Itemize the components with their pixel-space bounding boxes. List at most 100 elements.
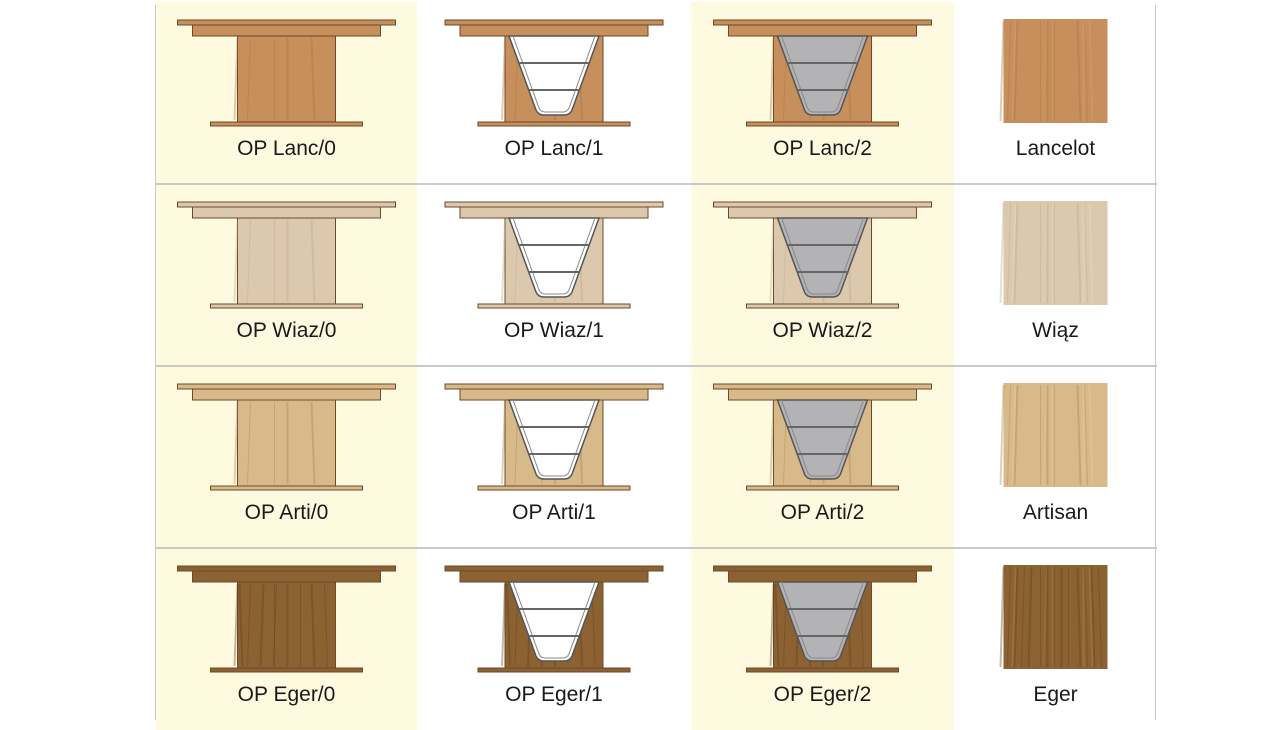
table-foot <box>210 485 363 491</box>
table-drawing <box>177 383 396 491</box>
shelf-insert <box>776 217 869 298</box>
finish-swatch <box>999 565 1108 669</box>
table-foot <box>477 303 631 309</box>
table-drawing <box>444 383 664 491</box>
product-cell: OP Lanc/0 <box>156 2 417 184</box>
wood-grain <box>501 401 506 485</box>
wood-grain <box>1011 566 1017 668</box>
table-top <box>177 19 396 26</box>
table-apron <box>192 570 381 583</box>
wood-grain <box>1007 202 1011 304</box>
wood-grain <box>1043 384 1047 486</box>
table-apron <box>728 570 917 583</box>
wood-grain <box>1007 566 1011 668</box>
shelf-insert <box>507 217 601 298</box>
wood-grain <box>999 566 1005 668</box>
wood-grain <box>310 583 316 667</box>
product-cell: OP Wiaz/2 <box>691 184 954 366</box>
wood-grain <box>1088 202 1094 304</box>
table-apron <box>192 206 381 219</box>
table-apron <box>728 24 917 37</box>
wood-grain <box>501 219 506 303</box>
wood-grain <box>1013 202 1019 304</box>
row-divider <box>156 365 1157 367</box>
table-foot <box>746 485 899 491</box>
wood-grain <box>233 583 239 667</box>
product-cell: OP Lanc/2 <box>691 2 954 184</box>
product-cell: OP Arti/1 <box>417 366 691 548</box>
table-foot <box>477 485 631 491</box>
table-drawing <box>713 383 932 491</box>
finish-swatch <box>999 201 1108 305</box>
wood-grain <box>501 37 506 121</box>
finish-label: Lancelot <box>1015 137 1096 160</box>
wood-grain <box>1021 566 1025 668</box>
finish-label: Eger <box>1033 683 1078 706</box>
wood-grain <box>1011 20 1017 122</box>
swatch-fill <box>1003 201 1108 305</box>
table-foot <box>210 667 363 673</box>
finish-cell: Wiąz <box>954 184 1157 366</box>
wood-grain <box>238 583 244 667</box>
table-foot <box>746 667 899 673</box>
wood-grain <box>1013 566 1019 668</box>
swatch-fill <box>1003 383 1108 487</box>
table-top <box>177 201 396 208</box>
shelf-insert-inner <box>512 35 596 113</box>
wood-grain <box>999 384 1005 486</box>
model-label: OP Lanc/2 <box>773 137 872 160</box>
table-top <box>713 565 932 572</box>
wood-grain <box>310 401 316 485</box>
table-top <box>713 201 932 208</box>
wood-grain <box>1090 566 1096 668</box>
wood-grain <box>1084 384 1088 486</box>
wood-grain <box>774 583 780 667</box>
shelf-insert <box>507 581 601 662</box>
table-pedestal <box>237 399 336 487</box>
wood-grain <box>324 583 328 667</box>
wood-grain <box>310 219 316 303</box>
shelf-insert-inner <box>781 581 864 659</box>
model-label: OP Wiaz/0 <box>236 319 337 342</box>
finish-cell: Eger <box>954 548 1157 730</box>
finish-swatch <box>999 383 1108 487</box>
wood-grain <box>1011 202 1017 304</box>
product-cell: OP Eger/1 <box>417 548 691 730</box>
table-top <box>444 201 664 208</box>
table-drawing <box>713 565 932 673</box>
wood-grain <box>1011 384 1017 486</box>
table-apron <box>459 570 649 583</box>
table-top <box>177 383 396 390</box>
wood-grain <box>1013 384 1019 486</box>
model-label: OP Eger/2 <box>773 683 872 706</box>
table-apron <box>192 24 381 37</box>
wood-grain <box>1076 566 1082 668</box>
table-pedestal <box>237 35 336 123</box>
product-cell: OP Arti/0 <box>156 366 417 548</box>
row-divider <box>156 547 1157 549</box>
shelf-insert-inner <box>512 399 596 477</box>
wood-grain <box>247 219 251 303</box>
wood-grain <box>1098 566 1102 668</box>
table-drawing <box>713 19 932 127</box>
shelf-insert-inner <box>781 217 864 295</box>
shelf-insert <box>776 35 869 116</box>
wood-grain <box>1088 20 1094 122</box>
wood-grain <box>769 583 775 667</box>
table-drawing <box>177 201 396 309</box>
model-label: OP Wiaz/2 <box>772 319 873 342</box>
model-label: OP Lanc/0 <box>237 137 336 160</box>
table-pedestal <box>237 581 336 669</box>
wood-grain <box>999 202 1005 304</box>
model-label: OP Wiaz/1 <box>504 319 604 342</box>
wood-grain <box>1084 566 1088 668</box>
wood-grain <box>1043 202 1047 304</box>
table-drawing <box>444 19 664 127</box>
table-apron <box>192 388 381 401</box>
swatch-fill <box>1003 19 1108 123</box>
table-foot <box>210 303 363 309</box>
model-label: OP Eger/0 <box>237 683 336 706</box>
model-label: OP Arti/0 <box>244 501 329 524</box>
wood-grain <box>1007 384 1011 486</box>
wood-grain <box>1076 20 1082 122</box>
